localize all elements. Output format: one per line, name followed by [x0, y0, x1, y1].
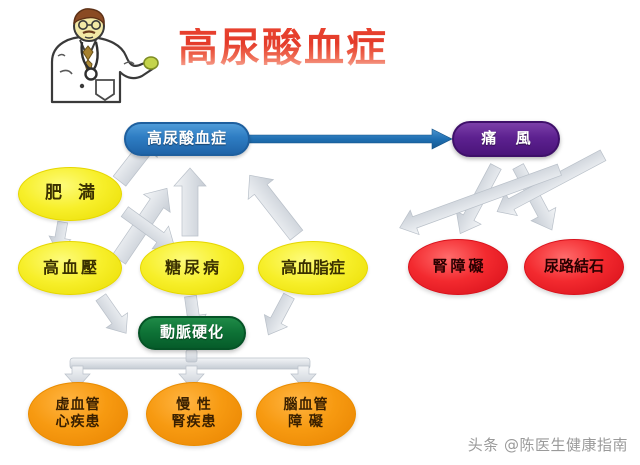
header: 高尿酸血症 高尿酸血症 — [0, 0, 640, 110]
arrow-hyperuricemia-to-gout — [243, 128, 453, 150]
node-arteriosclerosis[interactable]: 動脈硬化 — [138, 316, 246, 350]
node-ischemic-heart-disease-label: 虚血管 心疾患 — [55, 396, 101, 431]
node-hypertension-label: 高血壓 — [42, 257, 100, 277]
node-kidney-disorder-label: 腎障礙 — [432, 257, 487, 276]
node-hyperlipidemia-label: 高血脂症 — [280, 257, 345, 277]
node-ischemic-heart-disease[interactable]: 虚血管 心疾患 — [28, 382, 128, 446]
node-chronic-kidney-disease-label: 慢 性 腎疾患 — [171, 396, 217, 431]
node-kidney-disorder[interactable]: 腎障礙 — [408, 239, 508, 295]
node-cerebrovascular-disorder-label: 腦血管 障 礙 — [283, 396, 329, 431]
node-urinary-stone[interactable]: 尿路結石 — [524, 239, 624, 295]
node-diabetes-label: 糖尿病 — [164, 257, 222, 277]
doctor-illustration — [50, 8, 159, 104]
node-obesity[interactable]: 肥 満 — [18, 167, 122, 221]
watermark: 头条 @陈医生健康指南 — [467, 436, 628, 454]
node-cerebrovascular-disorder[interactable]: 腦血管 障 礙 — [256, 382, 356, 446]
node-obesity-label: 肥 満 — [45, 183, 100, 204]
node-gout-label: 痛 風 — [481, 129, 538, 148]
node-hyperlipidemia[interactable]: 高血脂症 — [258, 241, 368, 295]
node-arteriosclerosis-label: 動脈硬化 — [159, 323, 224, 342]
node-hyperuricemia[interactable]: 高尿酸血症 — [124, 122, 250, 156]
node-hypertension[interactable]: 高血壓 — [18, 241, 122, 295]
node-gout[interactable]: 痛 風 — [452, 121, 560, 157]
node-hyperuricemia-label: 高尿酸血症 — [146, 129, 227, 148]
node-chronic-kidney-disease[interactable]: 慢 性 腎疾患 — [146, 382, 242, 446]
node-urinary-stone-label: 尿路結石 — [543, 257, 604, 276]
page-title: 高尿酸血症 — [178, 25, 388, 71]
node-diabetes[interactable]: 糖尿病 — [140, 241, 244, 295]
arrow-group-silver — [48, 135, 607, 389]
